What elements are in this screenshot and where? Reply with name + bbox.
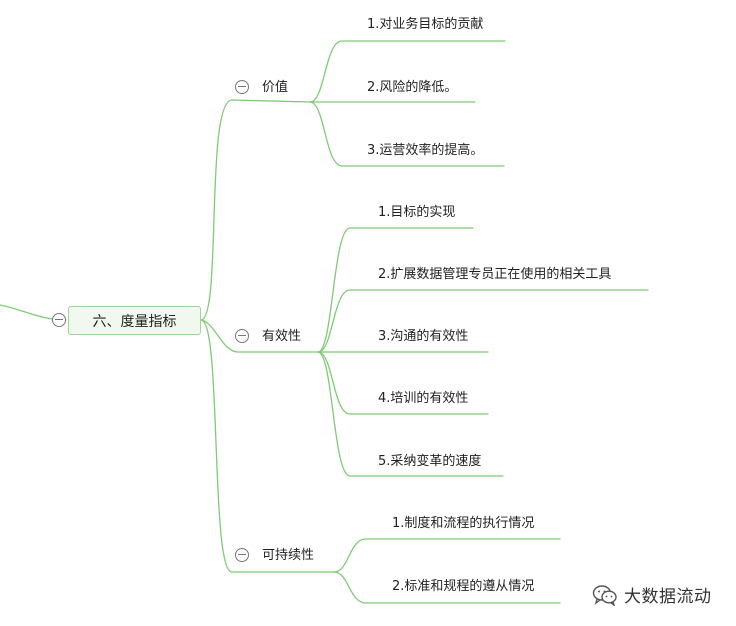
leaf-sustainability-2[interactable]: 2.标准和规程的遵从情况 — [392, 579, 535, 594]
connector-root-effectiveness — [200, 319, 319, 353]
branch-effectiveness[interactable]: 有效性 — [262, 329, 302, 344]
root-node[interactable]: 六、度量指标 — [68, 306, 201, 335]
branch-sustainability[interactable]: 可持续性 — [262, 548, 315, 563]
branch-value-collapse-icon[interactable] — [235, 80, 249, 94]
connector-sus-1 — [333, 538, 561, 573]
connector-eff-4 — [317, 351, 489, 415]
branch-value[interactable]: 价值 — [262, 80, 289, 95]
connector-eff-2 — [317, 289, 649, 353]
connector-eff-1 — [317, 227, 474, 353]
root-collapse-icon[interactable] — [52, 313, 66, 327]
watermark: 大数据流动 — [592, 582, 712, 607]
connector-value-1 — [309, 40, 506, 103]
watermark-text: 大数据流动 — [624, 587, 712, 607]
leaf-effectiveness-5[interactable]: 5.采纳变革的速度 — [378, 454, 482, 469]
root-label: 六、度量指标 — [92, 313, 177, 330]
connector-sus-2 — [333, 571, 561, 604]
connector-eff-5 — [317, 351, 504, 477]
leaf-effectiveness-2[interactable]: 2.扩展数据管理专员正在使用的相关工具 — [378, 267, 612, 282]
wechat-icon — [592, 584, 617, 606]
leaf-value-2[interactable]: 2.风险的降低。 — [367, 80, 458, 95]
leaf-effectiveness-3[interactable]: 3.沟通的有效性 — [378, 329, 469, 344]
connector-root-value — [200, 99, 311, 321]
leaf-effectiveness-4[interactable]: 4.培训的有效性 — [378, 391, 469, 406]
leaf-value-3[interactable]: 3.运营效率的提高。 — [367, 143, 484, 158]
branch-effectiveness-collapse-icon[interactable] — [235, 329, 249, 343]
leaf-effectiveness-1[interactable]: 1.目标的实现 — [378, 205, 456, 220]
branch-sustainability-collapse-icon[interactable] — [235, 548, 249, 562]
leaf-sustainability-1[interactable]: 1.制度和流程的执行情况 — [392, 516, 535, 531]
connector-value-3 — [309, 101, 505, 167]
connector-root-sustainability — [200, 319, 335, 573]
leaf-value-1[interactable]: 1.对业务目标的贡献 — [367, 17, 484, 32]
